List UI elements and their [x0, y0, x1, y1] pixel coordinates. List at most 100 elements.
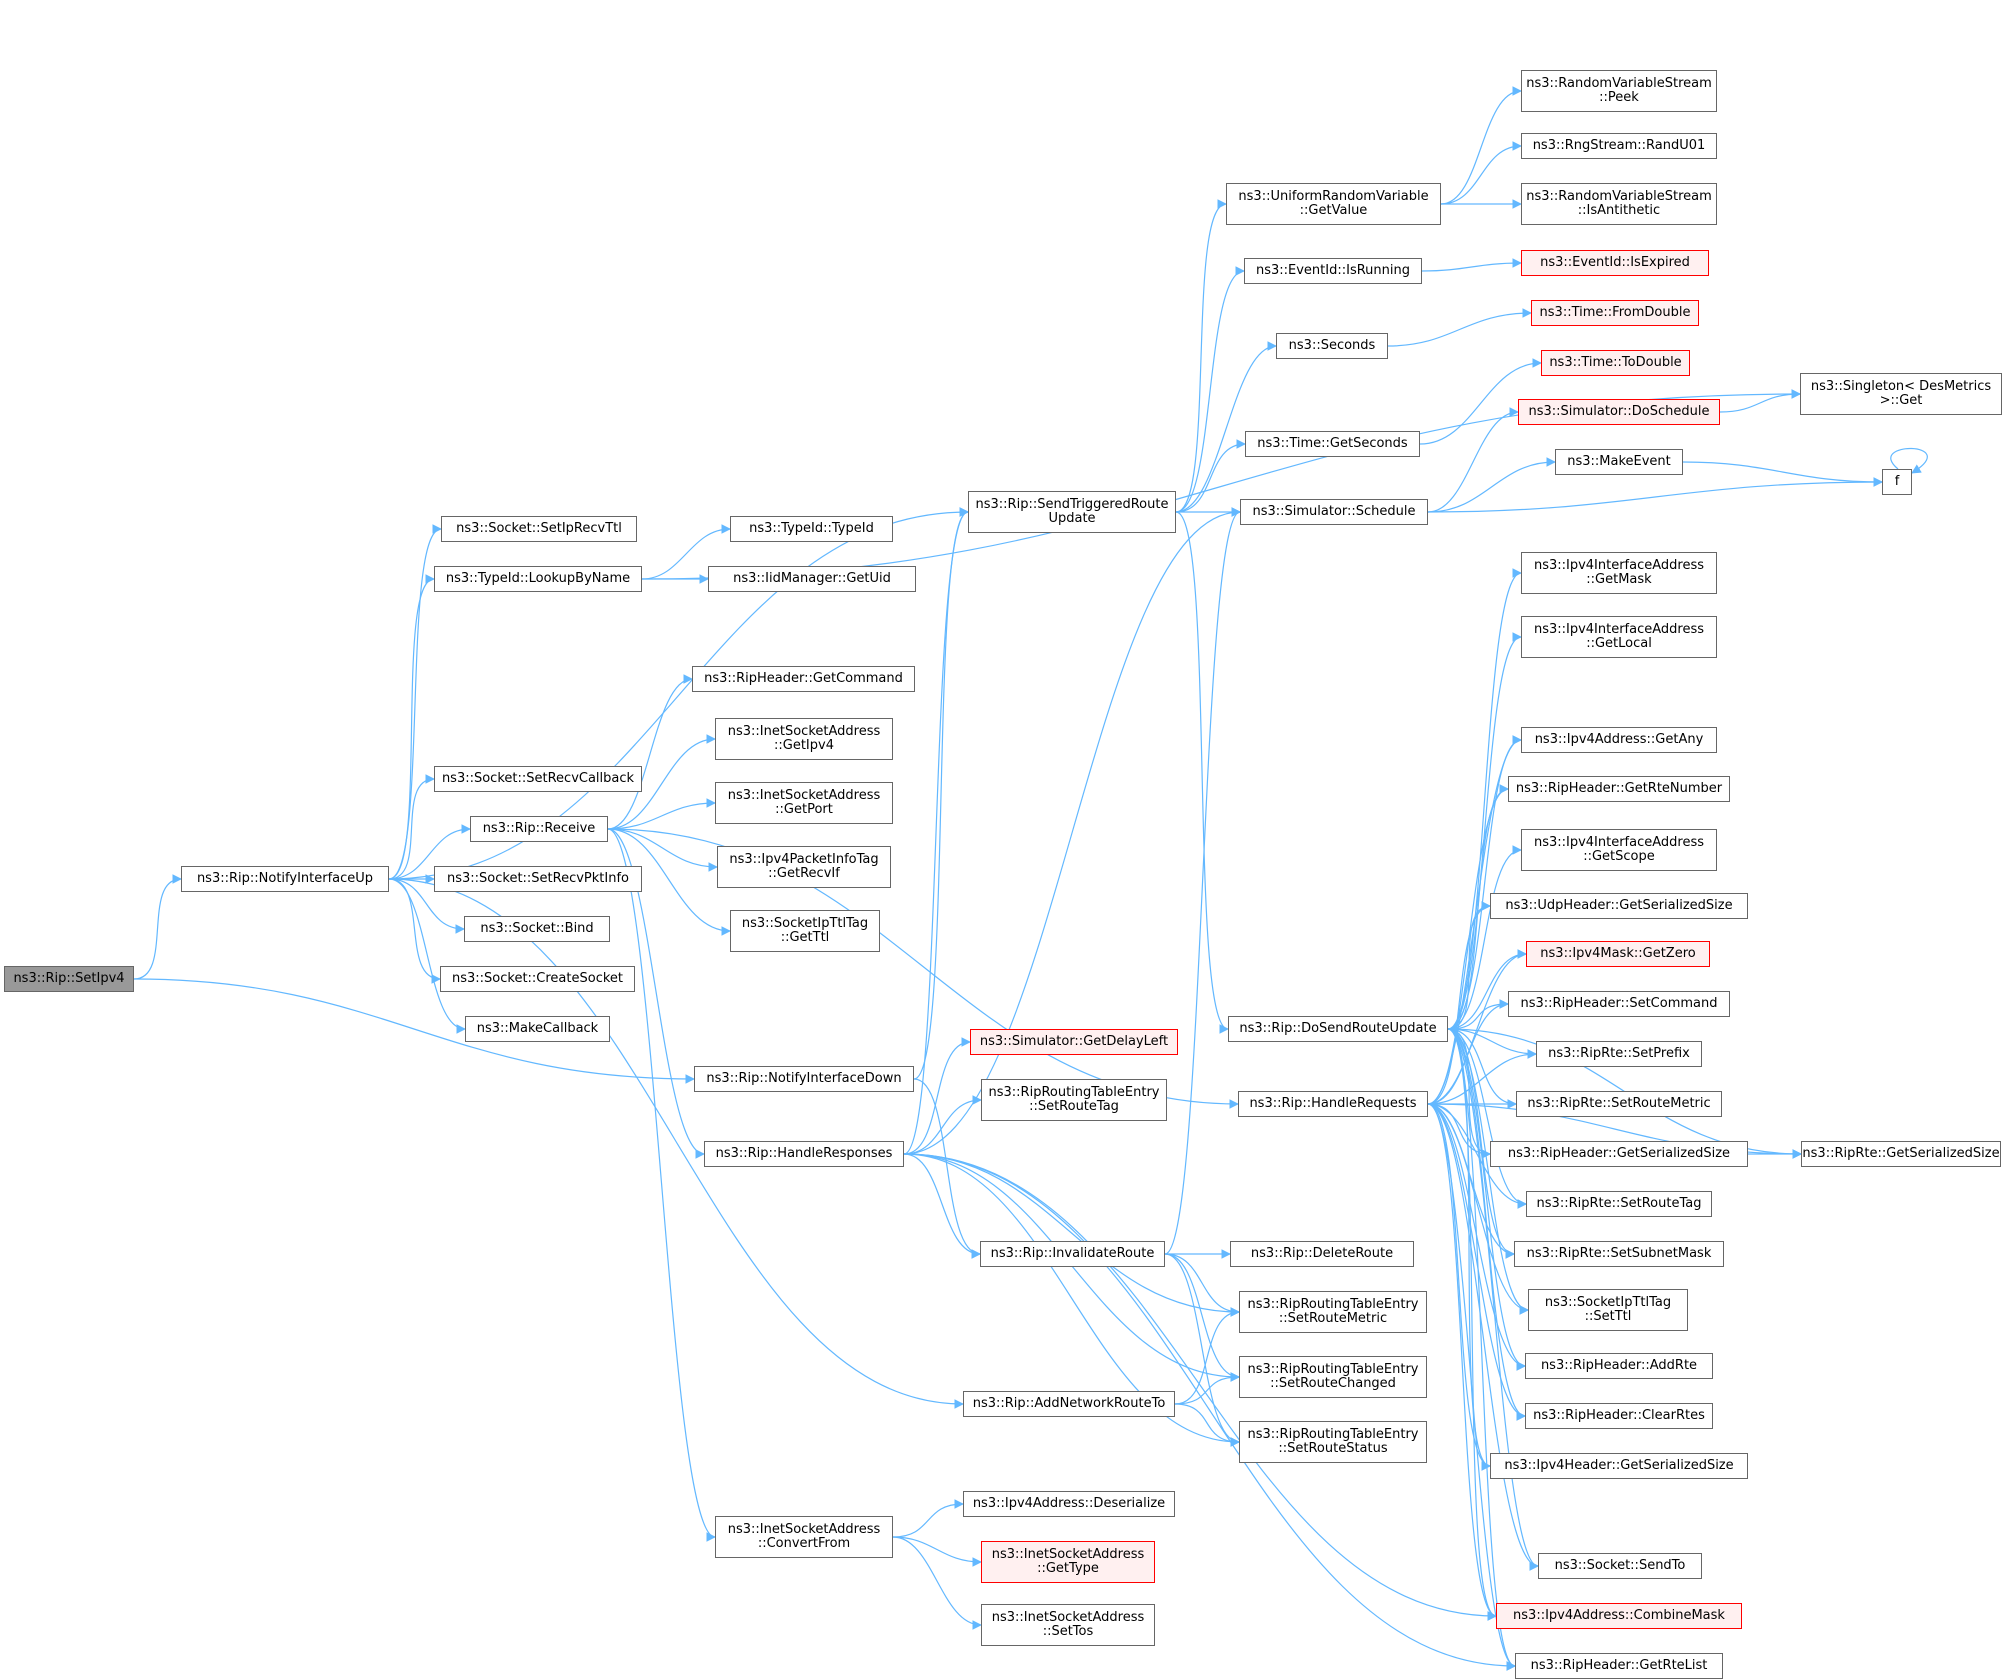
- graph-node-setrecvcallback[interactable]: ns3::Socket::SetRecvCallback: [434, 766, 642, 792]
- call-edge-sendtriggered-to-urv-getvalue: [1175, 199, 1227, 513]
- graph-node-setprefix[interactable]: ns3::RipRte::SetPrefix: [1536, 1041, 1702, 1067]
- graph-node-getport[interactable]: ns3::InetSocketAddress::GetPort: [715, 782, 893, 824]
- call-edge-seconds-to-fromdouble: [1387, 308, 1532, 347]
- node-label-line1: ns3::TypeId::LookupByName: [445, 571, 631, 586]
- graph-node-getrtelist[interactable]: ns3::RipHeader::GetRteList: [1515, 1653, 1723, 1679]
- graph-node-setroutemetric-riprte[interactable]: ns3::RipRte::SetRouteMetric: [1516, 1091, 1722, 1117]
- graph-node-createsocket[interactable]: ns3::Socket::CreateSocket: [440, 966, 635, 992]
- graph-node-singleton[interactable]: ns3::Singleton< DesMetrics >::Get: [1800, 373, 2002, 415]
- graph-node-lookupbyname[interactable]: ns3::TypeId::LookupByName: [434, 566, 642, 592]
- graph-node-setsubnetmask[interactable]: ns3::RipRte::SetSubnetMask: [1514, 1241, 1724, 1267]
- graph-node-notifyup[interactable]: ns3::Rip::NotifyInterfaceUp: [181, 866, 389, 892]
- node-label-line1: ns3::Ipv4InterfaceAddress: [1533, 622, 1705, 637]
- call-edge-handleresponses-to-setroutestatus: [903, 1153, 1240, 1447]
- graph-node-deleteroute[interactable]: ns3::Rip::DeleteRoute: [1230, 1241, 1414, 1267]
- graph-node-getipv4[interactable]: ns3::InetSocketAddress::GetIpv4: [715, 718, 893, 760]
- node-label-line1: ns3::UniformRandomVariable: [1238, 189, 1429, 204]
- graph-node-notifydown[interactable]: ns3::Rip::NotifyInterfaceDown: [694, 1066, 914, 1092]
- graph-node-getscope[interactable]: ns3::Ipv4InterfaceAddress::GetScope: [1521, 829, 1717, 871]
- call-edge-invalidateroute-to-setroutestatus: [1164, 1253, 1240, 1447]
- node-label-line1: ns3::Rip::Receive: [482, 821, 596, 836]
- graph-node-peek[interactable]: ns3::RandomVariableStream::Peek: [1521, 70, 1717, 112]
- node-label-line2: ::GetIpv4: [774, 738, 834, 753]
- graph-node-fromdouble[interactable]: ns3::Time::FromDouble: [1531, 300, 1699, 326]
- graph-node-seconds[interactable]: ns3::Seconds: [1276, 333, 1388, 359]
- node-label-line2: Update: [1048, 511, 1096, 526]
- graph-node-bind[interactable]: ns3::Socket::Bind: [464, 916, 610, 942]
- graph-node-settos[interactable]: ns3::InetSocketAddress::SetTos: [981, 1604, 1155, 1646]
- graph-node-getmask[interactable]: ns3::Ipv4InterfaceAddress::GetMask: [1521, 552, 1717, 594]
- graph-node-isexpired[interactable]: ns3::EventId::IsExpired: [1521, 250, 1709, 276]
- graph-node-deserialize[interactable]: ns3::Ipv4Address::Deserialize: [963, 1491, 1175, 1517]
- graph-node-setroutetag-riprte[interactable]: ns3::RipRte::SetRouteTag: [1526, 1191, 1712, 1217]
- graph-node-makecallback[interactable]: ns3::MakeCallback: [465, 1016, 610, 1042]
- graph-node-setroutetag-rte[interactable]: ns3::RipRoutingTableEntry::SetRouteTag: [981, 1079, 1167, 1121]
- graph-node-setroutestatus[interactable]: ns3::RipRoutingTableEntry::SetRouteStatu…: [1239, 1421, 1427, 1463]
- graph-node-udp-serialized[interactable]: ns3::UdpHeader::GetSerializedSize: [1490, 893, 1748, 919]
- node-label-line2: ::GetTtl: [780, 930, 830, 945]
- graph-node-getdelayleft[interactable]: ns3::Simulator::GetDelayLeft: [970, 1029, 1178, 1055]
- node-label-line2: ::Peek: [1599, 90, 1639, 105]
- graph-node-setroutemetric-rte[interactable]: ns3::RipRoutingTableEntry::SetRouteMetri…: [1239, 1291, 1427, 1333]
- graph-node-getany[interactable]: ns3::Ipv4Address::GetAny: [1521, 727, 1717, 753]
- node-label-line2: ::GetPort: [775, 802, 833, 817]
- call-edge-convertfrom-to-gettype: [892, 1536, 982, 1567]
- graph-node-randu01[interactable]: ns3::RngStream::RandU01: [1521, 133, 1717, 159]
- graph-node-setcommand[interactable]: ns3::RipHeader::SetCommand: [1508, 991, 1730, 1017]
- graph-node-getseconds[interactable]: ns3::Time::GetSeconds: [1245, 431, 1420, 457]
- graph-node-getrtenumber[interactable]: ns3::RipHeader::GetRteNumber: [1508, 776, 1730, 802]
- graph-node-getlocal[interactable]: ns3::Ipv4InterfaceAddress::GetLocal: [1521, 616, 1717, 658]
- graph-node-invalidateroute[interactable]: ns3::Rip::InvalidateRoute: [980, 1241, 1165, 1267]
- graph-node-f[interactable]: f: [1882, 469, 1912, 495]
- call-edge-receive-to-getrecvif: [607, 828, 718, 872]
- graph-node-isrunning[interactable]: ns3::EventId::IsRunning: [1244, 258, 1422, 284]
- graph-node-setttl[interactable]: ns3::SocketIpTtlTag::SetTtl: [1528, 1289, 1688, 1331]
- graph-node-addnetworkroute[interactable]: ns3::Rip::AddNetworkRouteTo: [963, 1391, 1175, 1417]
- graph-node-makeevent[interactable]: ns3::MakeEvent: [1555, 449, 1683, 475]
- node-label-line2: >::Get: [1879, 393, 1923, 408]
- graph-node-doschedule[interactable]: ns3::Simulator::DoSchedule: [1518, 399, 1720, 425]
- graph-node-isantithetic[interactable]: ns3::RandomVariableStream::IsAntithetic: [1521, 183, 1717, 225]
- node-label-line1: ns3::RipRte::SetSubnetMask: [1526, 1246, 1712, 1261]
- node-label-line1: ns3::Rip::SendTriggeredRoute: [975, 497, 1169, 512]
- graph-node-addrte[interactable]: ns3::RipHeader::AddRte: [1525, 1353, 1713, 1379]
- call-edge-dosendrouteupdate-to-sendto: [1447, 1028, 1539, 1571]
- graph-node-getuid[interactable]: ns3::IidManager::GetUid: [708, 566, 916, 592]
- graph-node-todouble[interactable]: ns3::Time::ToDouble: [1541, 350, 1690, 376]
- graph-node-riprte-serialized[interactable]: ns3::RipRte::GetSerializedSize: [1801, 1141, 2001, 1167]
- node-label-line1: f: [1894, 474, 1900, 489]
- call-edge-sendtriggered-to-isrunning: [1175, 266, 1245, 513]
- graph-node-getrecvif[interactable]: ns3::Ipv4PacketInfoTag::GetRecvIf: [717, 846, 891, 888]
- graph-node-clearrtes[interactable]: ns3::RipHeader::ClearRtes: [1525, 1403, 1713, 1429]
- call-edge-receive-to-handleresponses: [607, 828, 705, 1159]
- call-edge-receive-to-getttl: [607, 828, 731, 936]
- graph-node-handlerequests[interactable]: ns3::Rip::HandleRequests: [1238, 1091, 1428, 1117]
- graph-node-combinemask[interactable]: ns3::Ipv4Address::CombineMask: [1496, 1603, 1742, 1629]
- graph-node-gettype[interactable]: ns3::InetSocketAddress::GetType: [981, 1541, 1155, 1583]
- graph-node-setroutechanged[interactable]: ns3::RipRoutingTableEntry::SetRouteChang…: [1239, 1356, 1427, 1398]
- call-edge-invalidateroute-to-setroutechanged: [1164, 1253, 1240, 1382]
- graph-node-getzero[interactable]: ns3::Ipv4Mask::GetZero: [1526, 941, 1710, 967]
- node-label-line1: ns3::RandomVariableStream: [1526, 189, 1712, 204]
- call-edge-convertfrom-to-settos: [892, 1536, 982, 1630]
- graph-node-getcommand[interactable]: ns3::RipHeader::GetCommand: [692, 666, 915, 692]
- node-label-line2: ::GetMask: [1586, 572, 1652, 587]
- graph-node-getttl[interactable]: ns3::SocketIpTtlTag::GetTtl: [730, 910, 880, 952]
- graph-node-receive[interactable]: ns3::Rip::Receive: [470, 816, 608, 842]
- graph-node-typeid[interactable]: ns3::TypeId::TypeId: [730, 516, 893, 542]
- graph-node-handleresponses[interactable]: ns3::Rip::HandleResponses: [704, 1141, 904, 1167]
- graph-node-dosendrouteupdate[interactable]: ns3::Rip::DoSendRouteUpdate: [1228, 1016, 1448, 1042]
- graph-node-sendto[interactable]: ns3::Socket::SendTo: [1538, 1553, 1702, 1579]
- call-edge-handlerequests-to-clearrtes: [1427, 1103, 1526, 1421]
- graph-node-convertfrom[interactable]: ns3::InetSocketAddress::ConvertFrom: [715, 1516, 893, 1558]
- graph-node-setrecvpktinfo[interactable]: ns3::Socket::SetRecvPktInfo: [434, 866, 642, 892]
- node-label-line1: ns3::Ipv4Address::CombineMask: [1513, 1608, 1725, 1623]
- graph-node-ipv4header-serialized[interactable]: ns3::Ipv4Header::GetSerializedSize: [1490, 1453, 1748, 1479]
- call-edge-dosendrouteupdate-to-combinemask: [1447, 1028, 1497, 1621]
- node-label-line1: ns3::RngStream::RandU01: [1532, 138, 1706, 153]
- graph-node-ripheader-serialized[interactable]: ns3::RipHeader::GetSerializedSize: [1490, 1141, 1748, 1167]
- graph-node-urv-getvalue[interactable]: ns3::UniformRandomVariable::GetValue: [1226, 183, 1441, 225]
- graph-node-setiprecvttl[interactable]: ns3::Socket::SetIpRecvTtl: [441, 516, 637, 542]
- graph-node-schedule[interactable]: ns3::Simulator::Schedule: [1240, 499, 1428, 525]
